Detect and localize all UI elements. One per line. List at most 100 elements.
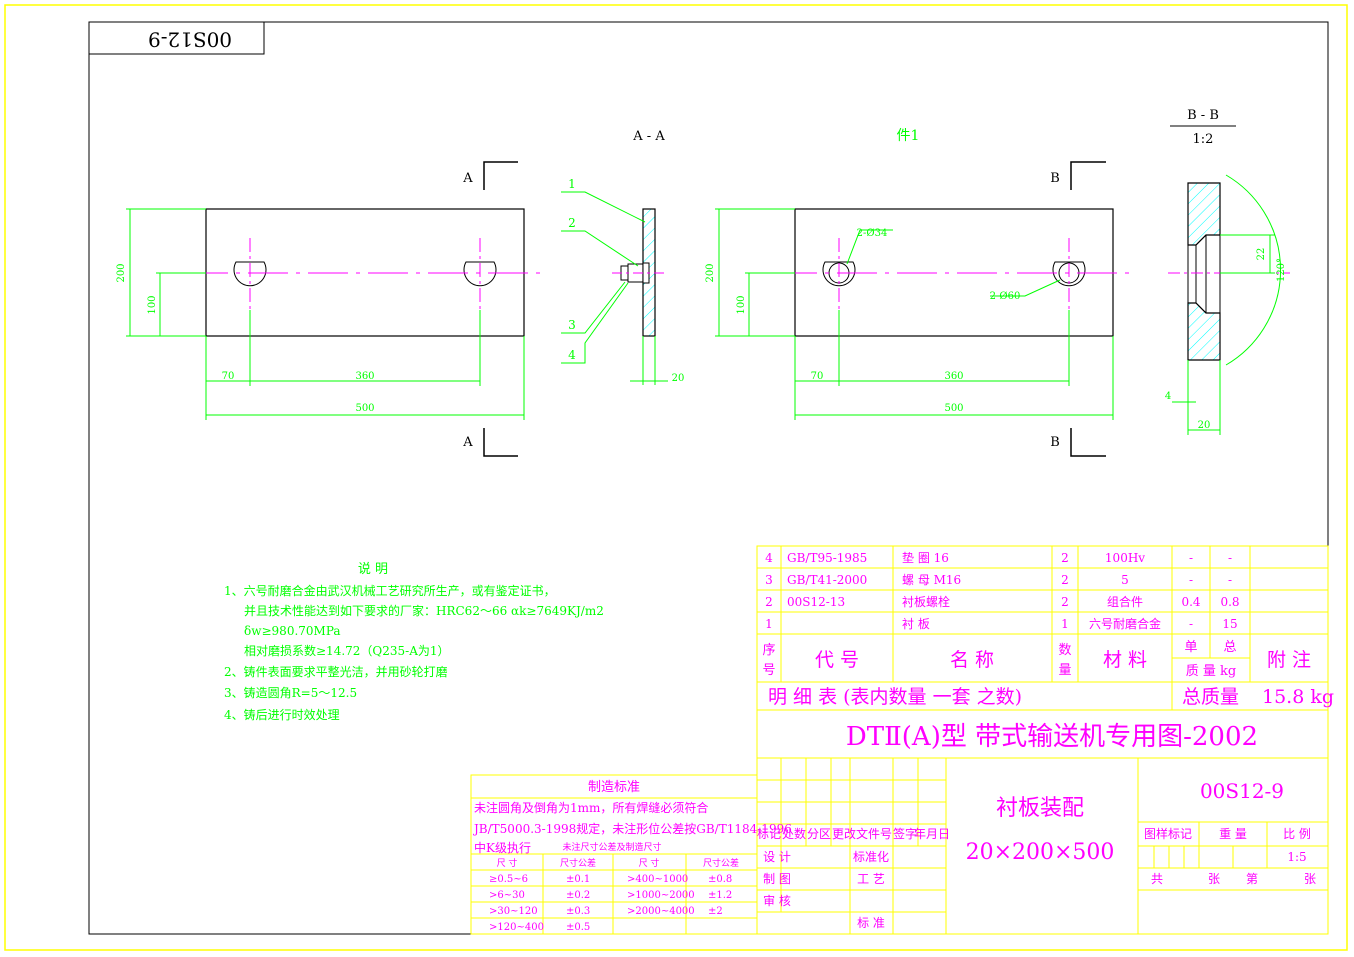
mfg-grade: 中K级执行 — [474, 840, 531, 855]
bom-r4-total: - — [1228, 551, 1232, 565]
part-size: 20×200×500 — [966, 840, 1115, 865]
mfg-h2: 尺寸公差 — [560, 857, 596, 869]
dim-360: 360 — [355, 371, 374, 382]
sheets-total: 共 — [1151, 872, 1163, 886]
bom-h-mat: 材 料 — [1103, 649, 1147, 671]
bom-h-no2: 号 — [762, 663, 775, 678]
front-view-left: 200 100 70 360 500 A A — [116, 161, 540, 457]
mfg-r3c1: >30~120 — [489, 906, 538, 917]
part1-view: 件1 200 100 70 360 500 2-Ø34 2-Ø — [705, 128, 1130, 457]
bom-h-total: 总 — [1223, 640, 1236, 655]
mfg-r1c2: ±0.1 — [566, 874, 590, 885]
bom-r4-code: GB/T95-1985 — [787, 551, 867, 565]
mfg-r3c2: ±0.3 — [566, 906, 590, 917]
part1-dim-100: 100 — [736, 295, 747, 314]
slot-right — [463, 261, 497, 287]
mfg-r2c2: ±0.2 — [566, 890, 590, 901]
mfg-table: 制造标准 未注圆角及倒角为1mm，所有焊缝必须符合 JB/T5000.3-199… — [470, 774, 792, 935]
bom-r2-total: 0.8 — [1220, 595, 1239, 609]
mfg-r3c3: >2000~4000 — [627, 906, 695, 917]
bom-footer-label: 明 细 表 (表内数量 一套 之数) — [768, 686, 1022, 708]
dim-500: 500 — [355, 403, 374, 414]
inner-frame — [88, 21, 1329, 935]
bom-r2-unit: 0.4 — [1181, 595, 1200, 609]
rev-h-doc: 更改文件号 — [832, 826, 892, 841]
part1-dim-200: 200 — [705, 263, 716, 282]
bom-h-no1: 序 — [762, 643, 775, 658]
bom-table: 4 GB/T95-1985 垫 圈 16 2 100Hv - - 3 GB/T4… — [756, 545, 1334, 935]
balloon-3: 3 — [568, 318, 576, 332]
note-1b: 并且技术性能达到如下要求的厂家：HRC62～66 αk≥7649KJ/m2 — [244, 603, 604, 618]
cut-a-top: A — [462, 171, 473, 186]
mfg-subtitle: 未注尺寸公差及制造尺寸 — [562, 841, 661, 853]
cut-a-bottom: A — [462, 435, 473, 450]
note-1: 1、六号耐磨合金由武汉机械工艺研究所生产，或有鉴定证书， — [224, 583, 556, 598]
sign-approve: 标 准 — [857, 916, 885, 930]
part1-dim-360: 360 — [944, 371, 963, 382]
bom-r2-no: 2 — [765, 595, 773, 609]
bom-r1-qty: 1 — [1061, 617, 1069, 631]
mfg-r2c1: >6~30 — [489, 890, 525, 901]
rev-h-date: 年月日 — [914, 827, 950, 841]
bom-r1-mat: 六号耐磨合金 — [1089, 616, 1161, 631]
bb-dim-4: 4 — [1165, 391, 1171, 402]
bom-h-name: 名 称 — [950, 649, 994, 671]
sheets-unit: 张 — [1208, 872, 1220, 886]
sign-check: 审 核 — [763, 893, 791, 908]
mirrored-drawing-number: 00S12-9 — [148, 28, 232, 52]
mfg-r1c3: >400~1000 — [627, 874, 688, 885]
bom-h-qty2: 量 — [1058, 663, 1071, 678]
scale-value: 1:5 — [1287, 850, 1306, 864]
mfg-r2c4: ±1.2 — [708, 890, 732, 901]
bom-h-mass: 质 量 kg — [1186, 664, 1236, 679]
sign-design: 设 计 — [763, 850, 791, 864]
note-1d: 相对磨损系数≥14.72（Q235-A为1） — [244, 643, 450, 658]
bom-r4-mat: 100Hv — [1105, 551, 1145, 565]
mfg-r3c4: ±2 — [708, 906, 723, 917]
mfg-r1c1: ≥0.5~6 — [489, 874, 528, 885]
rev-h-zone: 分区 — [807, 827, 831, 841]
note-2: 2、铸件表面要求平整光洁，并用砂轮打磨 — [224, 664, 448, 679]
bom-r3-code: GB/T41-2000 — [787, 573, 867, 587]
notes-title: 说 明 — [358, 562, 388, 577]
dim-70: 70 — [222, 371, 235, 382]
part1-dim-500: 500 — [944, 403, 963, 414]
balloon-4: 4 — [568, 348, 576, 362]
bom-r4-qty: 2 — [1061, 551, 1069, 565]
part1-hole-34: 2-Ø34 — [857, 228, 888, 239]
bom-r3-name: 螺 母 M16 — [902, 573, 961, 587]
note-4: 4、铸后进行时效处理 — [224, 707, 340, 722]
section-bb: B - B 1:2 22 120° 4 20 — [1165, 108, 1290, 435]
cut-b-top: B — [1050, 171, 1060, 186]
sign-draw: 制 图 — [763, 872, 791, 886]
note-3: 3、铸造圆角R=5～12.5 — [224, 685, 357, 700]
sheets-page: 第 — [1246, 872, 1258, 886]
bom-r2-name: 衬板螺栓 — [902, 594, 950, 609]
bb-dim-angle: 120° — [1276, 258, 1287, 282]
title-block: 标记 处数 分区 更改文件号 签字 年月日 设 计 制 图 审 核 标准化 工 … — [757, 758, 1328, 934]
bb-hole — [1187, 234, 1221, 314]
mass-label: 重 量 — [1219, 827, 1247, 841]
bom-r3-unit: - — [1189, 573, 1193, 587]
mfg-r1c4: ±0.8 — [708, 874, 732, 885]
bom-r4-no: 4 — [765, 551, 773, 565]
bom-h-unit: 单 — [1184, 640, 1197, 655]
note-1c: δw≥980.70MPa — [244, 624, 341, 638]
cut-b-bottom: B — [1050, 435, 1060, 450]
part1-title: 件1 — [897, 128, 920, 144]
bom-r1-unit: - — [1189, 617, 1193, 631]
mfg-title: 制造标准 — [588, 780, 640, 795]
bom-h-code: 代 号 — [815, 649, 859, 671]
bom-h-remark: 附 注 — [1267, 649, 1311, 671]
bom-r3-mat: 5 — [1121, 573, 1129, 587]
part-name: 衬板装配 — [996, 796, 1084, 821]
bom-r2-mat: 组合件 — [1107, 594, 1143, 609]
bb-dim-22: 22 — [1256, 248, 1267, 261]
mfg-h3: 尺 寸 — [639, 857, 660, 869]
bom-r3-qty: 2 — [1061, 573, 1069, 587]
dim-100: 100 — [147, 295, 158, 314]
bom-r3-no: 3 — [765, 573, 773, 587]
section-aa: A - A 1 2 3 4 20 — [561, 129, 684, 385]
mfg-line2: JB/T5000.3-1998规定，未注形位公差按GB/T1184-1996 — [472, 821, 792, 836]
bom-total-label: 总质量 — [1182, 686, 1239, 708]
